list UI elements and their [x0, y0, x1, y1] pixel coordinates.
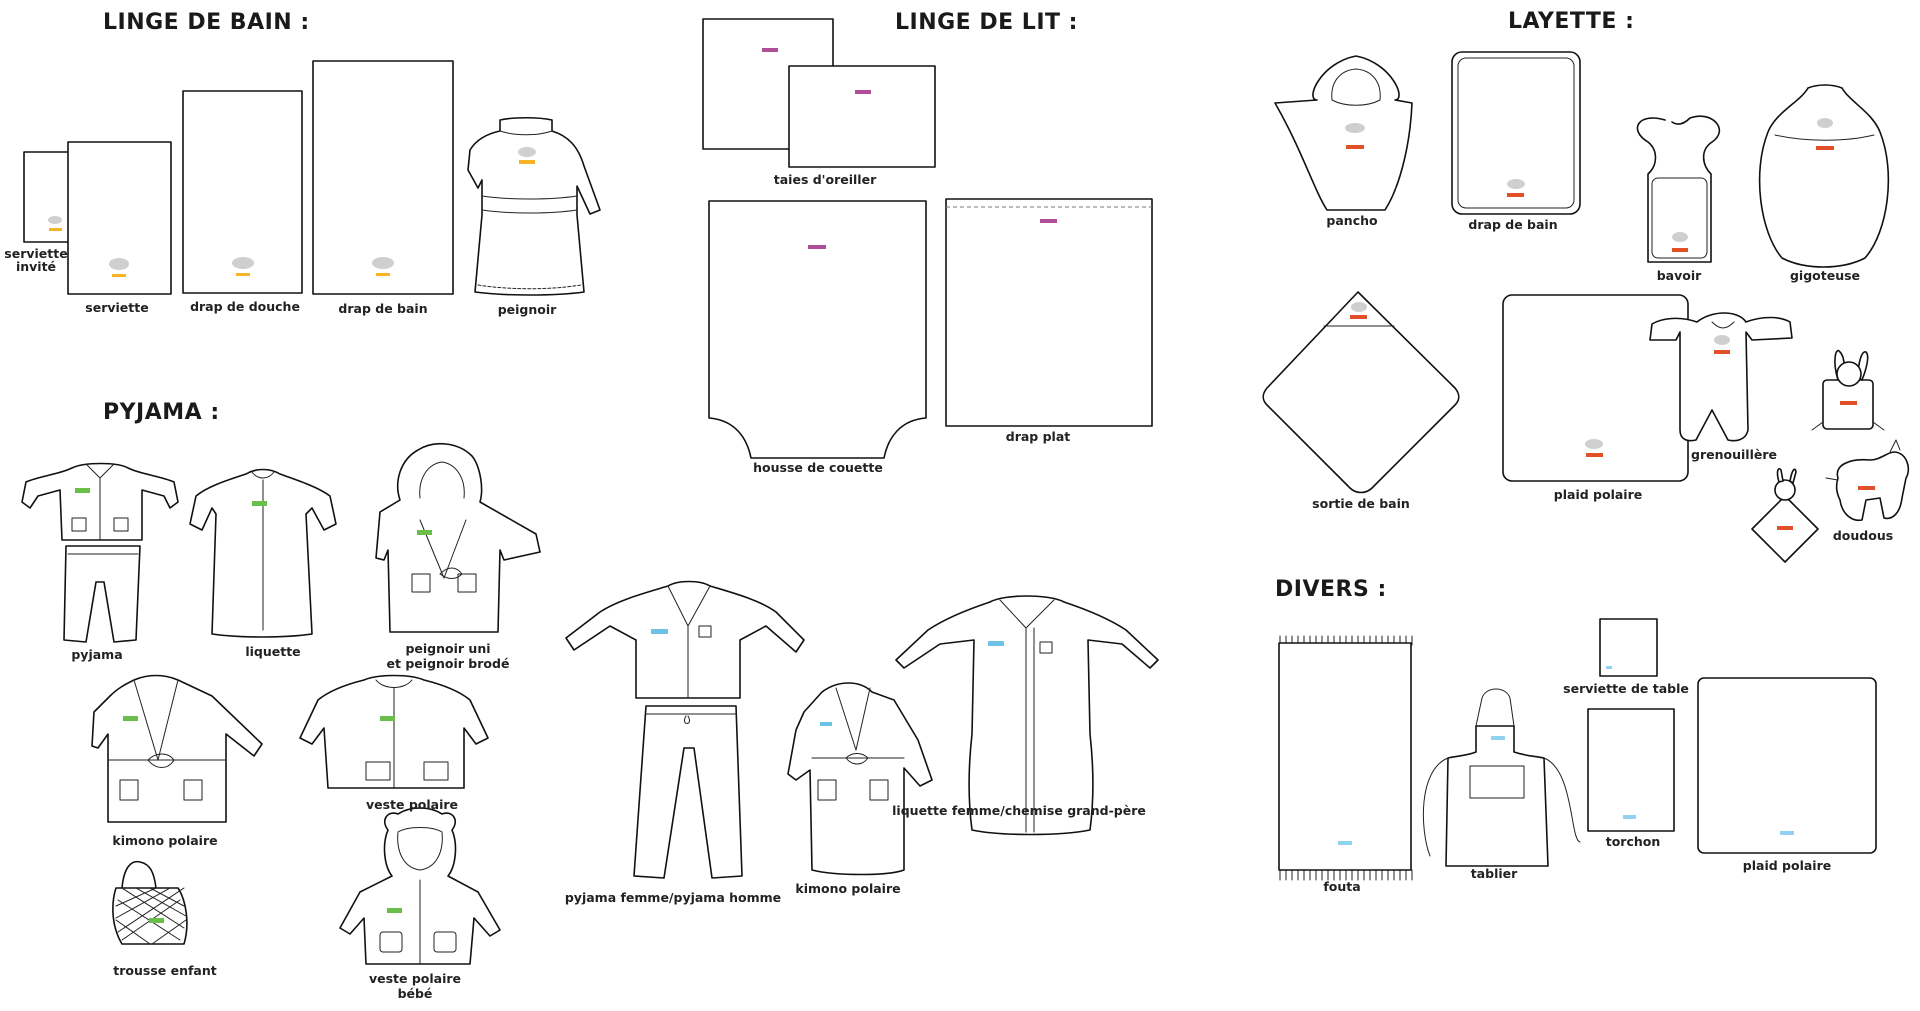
label-trousse-enfant: trousse enfant [113, 963, 217, 978]
label-sortie-de-bain: sortie de bain [1312, 496, 1410, 511]
pancho-item[interactable] [1274, 55, 1413, 211]
label-drap-plat: drap plat [1005, 429, 1071, 444]
section-title-divers: DIVERS : [1275, 577, 1387, 602]
pyjama-item[interactable] [21, 462, 179, 643]
sortie-de-bain-item[interactable] [1262, 291, 1460, 494]
label-taies-oreiller: taies d'oreiller [773, 172, 877, 187]
label-drap-de-bain-bebe: drap de bain [1468, 217, 1558, 232]
section-title-linge-de-lit: LINGE DE LIT : [895, 10, 1078, 35]
label-peignoir: peignoir [497, 302, 557, 317]
doudou-lapin-item[interactable] [1811, 349, 1885, 431]
plaid-polaire-divers-item[interactable] [1697, 677, 1877, 854]
section-title-linge-de-bain: LINGE DE BAIN : [103, 10, 310, 35]
drap-de-bain-item[interactable] [312, 60, 454, 295]
liquette-item[interactable] [189, 468, 337, 638]
label-serviette-invite: serviette invité [4, 246, 68, 274]
label-serviette: serviette [85, 300, 149, 315]
label-doudous: doudous [1832, 528, 1894, 543]
housse-de-couette-item[interactable] [708, 200, 927, 459]
drap-plat-item[interactable] [945, 198, 1153, 427]
liquette-femme-item[interactable] [895, 595, 1159, 836]
kimono-polaire-enfant-item[interactable] [91, 674, 263, 823]
label-pyjama: pyjama [71, 647, 123, 662]
label-drap-de-bain: drap de bain [338, 301, 428, 316]
serviette-item[interactable] [67, 141, 172, 295]
label-pyjama-adulte: pyjama femme/pyjama homme [564, 890, 782, 905]
label-torchon: torchon [1605, 834, 1661, 849]
section-title-pyjama: PYJAMA : [103, 400, 220, 425]
fouta-item[interactable] [1278, 635, 1413, 881]
serviette-de-table-item[interactable] [1599, 618, 1658, 677]
peignoir-uni-item[interactable] [375, 443, 541, 633]
veste-polaire-bebe-item[interactable] [339, 807, 501, 965]
label-fouta: fouta [1323, 879, 1361, 894]
doudou-zebre-item[interactable] [1825, 439, 1910, 522]
taies-oreiller-item[interactable] [702, 18, 936, 168]
gigoteuse-item[interactable] [1758, 84, 1890, 268]
label-grenouillere: grenouillère [1691, 447, 1777, 462]
label-veste-polaire: veste polaire [365, 797, 459, 812]
label-liquette-femme: liquette femme/chemise grand-père [892, 803, 1146, 818]
section-title-layette: LAYETTE : [1508, 9, 1635, 34]
label-peignoir-uni: peignoir uni et peignoir brodé [386, 641, 510, 671]
label-pancho: pancho [1326, 213, 1378, 228]
grenouillere-item[interactable] [1649, 312, 1793, 442]
label-kimono-polaire-adulte: kimono polaire [795, 881, 901, 896]
doudou-plat-item[interactable] [1751, 467, 1819, 563]
torchon-item[interactable] [1587, 708, 1675, 832]
bavoir-item[interactable] [1636, 115, 1720, 263]
label-housse-de-couette: housse de couette [753, 460, 883, 475]
kimono-polaire-adulte-item[interactable] [787, 682, 933, 876]
label-gigoteuse: gigoteuse [1789, 268, 1861, 283]
pyjama-adulte-item[interactable] [565, 580, 805, 879]
tablier-item[interactable] [1422, 688, 1581, 867]
drap-de-douche-item[interactable] [182, 90, 303, 294]
label-serviette-de-table: serviette de table [1563, 681, 1689, 696]
drap-de-bain-bebe-item[interactable] [1451, 51, 1581, 215]
label-plaid-polaire-bebe: plaid polaire [1553, 487, 1643, 502]
label-tablier: tablier [1470, 866, 1518, 881]
label-plaid-polaire-divers: plaid polaire [1742, 858, 1832, 873]
trousse-enfant-item[interactable] [112, 860, 188, 945]
label-drap-de-douche: drap de douche [190, 299, 300, 314]
label-kimono-polaire-enfant: kimono polaire [112, 833, 218, 848]
label-bavoir: bavoir [1656, 268, 1702, 283]
label-veste-polaire-bebe: veste polaire bébé [368, 971, 462, 1001]
label-liquette: liquette [245, 644, 301, 659]
peignoir-item[interactable] [467, 116, 601, 296]
veste-polaire-item[interactable] [299, 674, 489, 789]
